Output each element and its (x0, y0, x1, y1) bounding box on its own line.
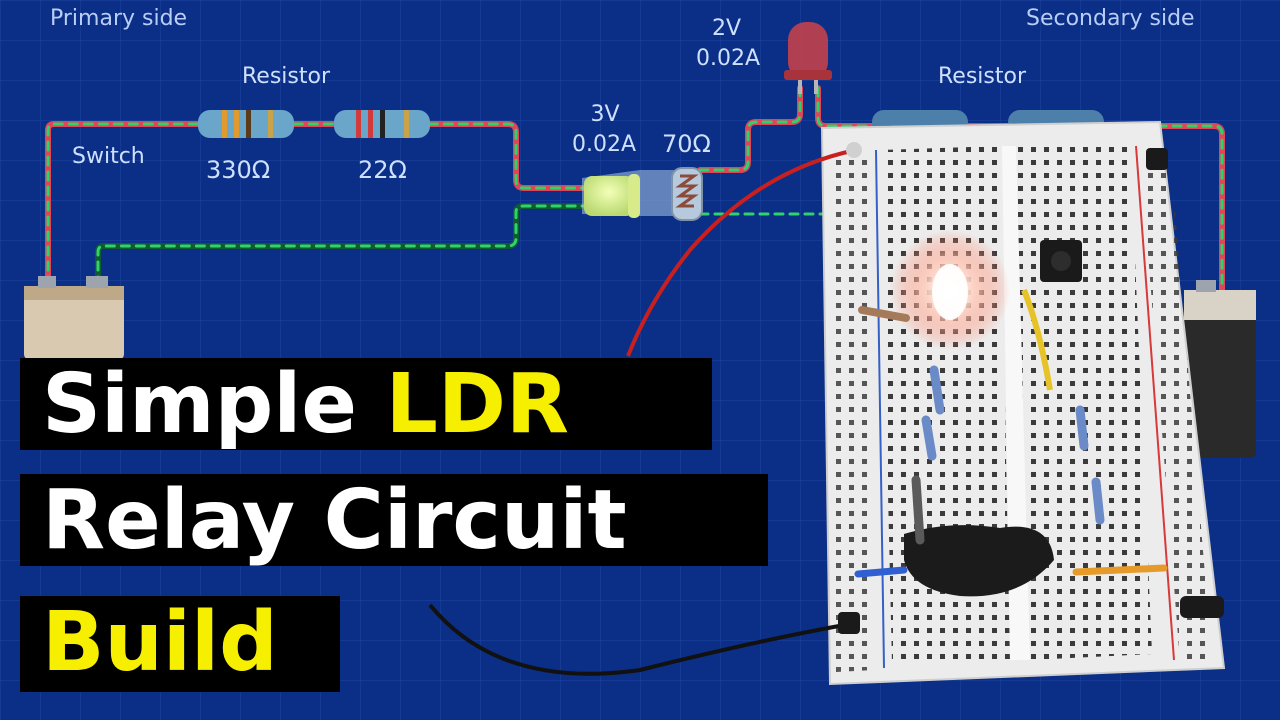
battery-right-icon (1184, 280, 1256, 458)
led-ldr-optocoupler-icon (582, 167, 703, 221)
title-line-1: Simple LDR (20, 358, 712, 450)
switch-label: Switch (72, 144, 145, 169)
title-word-simple: Simple (42, 357, 386, 452)
title-line-3: Build (20, 596, 340, 692)
ldr-resistance-label: 70Ω (662, 130, 711, 158)
led-in-voltage-label: 3V (590, 102, 620, 127)
r1-value-label: 330Ω (206, 156, 271, 184)
resistor-left-label: Resistor (242, 64, 330, 89)
primary-side-label: Primary side (50, 6, 188, 31)
battery-left-icon (24, 276, 124, 360)
resistor-330-icon (198, 110, 294, 138)
primary-wire-loop (45, 121, 593, 288)
resistor-22-icon (334, 110, 430, 138)
title-relay-circuit: Relay Circuit (42, 473, 627, 568)
title-word-ldr: LDR (385, 357, 570, 452)
title-line-2: Relay Circuit (20, 474, 768, 566)
probe-wires (428, 142, 862, 676)
breadboard-photo (820, 120, 1226, 686)
resistor-right-label: Resistor (938, 64, 1026, 89)
red-led-icon (784, 22, 832, 94)
title-build: Build (42, 595, 278, 690)
secondary-side-label: Secondary side (1026, 6, 1195, 31)
led-out-current-label: 0.02A (696, 46, 761, 71)
led-out-voltage-label: 2V (712, 16, 742, 41)
led-in-current-label: 0.02A (572, 132, 637, 157)
r2-value-label: 22Ω (358, 156, 407, 184)
